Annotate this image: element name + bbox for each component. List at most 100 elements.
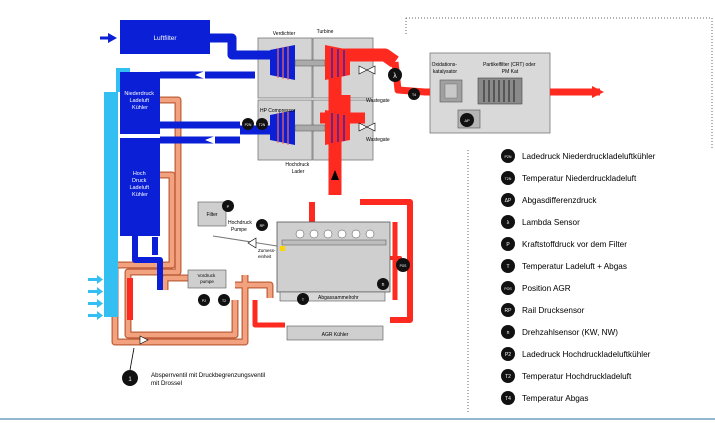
kraftstoffdruck-badge: P	[222, 200, 234, 212]
legend-label: Temperatur Ladeluft + Abgas	[522, 262, 627, 271]
vordruck-pumpe-box	[187, 269, 227, 289]
nd-turbine-wheel	[325, 45, 350, 80]
sensor-hd-p: P2	[202, 299, 206, 303]
cyan-cooler-bar	[104, 92, 118, 317]
nd-kuehler-line1: Niederdruck	[124, 91, 154, 97]
legend-badge: T	[506, 264, 509, 270]
temp-ladeluft-abgas-badge: T	[297, 293, 309, 305]
exhaust-flow-arrow	[592, 86, 604, 98]
legend-badge: ΔP	[505, 198, 512, 204]
sensor-nd-p: P2N	[245, 123, 252, 127]
legend-label: Drehzahlsensor (KW, NW)	[522, 328, 618, 337]
fuel-line	[212, 235, 278, 247]
legend-badge: λ	[507, 220, 510, 226]
position-agr-badge: POS	[396, 258, 410, 272]
wastegate-top-label: Wastegate	[366, 98, 390, 104]
cyan-cooler-connector	[116, 68, 130, 92]
wastegate-valve-bottom	[358, 122, 376, 132]
legend-badge-circle	[501, 237, 515, 251]
hd-verdichter-wheel	[270, 110, 295, 145]
legend-badge-circle	[501, 391, 515, 405]
legend-badge: POS	[504, 287, 512, 291]
legend-badge: RP	[505, 308, 513, 314]
temp-abgas-badge: T4	[408, 88, 420, 100]
svg-text:λ: λ	[393, 73, 397, 80]
zumess-einheit-label: Zumess- einheit	[258, 248, 277, 259]
svg-text:T4: T4	[412, 93, 416, 97]
filter-insert-red	[127, 278, 133, 320]
oxidations-katalysator-insert	[444, 83, 458, 99]
drehzahl-badge: n	[377, 278, 389, 290]
nd-kuehler-line3: Kühler	[132, 105, 148, 111]
nd-shaft	[294, 59, 326, 67]
absperrventil-symbol	[139, 335, 149, 345]
legend-badge: T4	[505, 396, 511, 402]
abgassammelrohr-label: Abgassammelrohr	[318, 295, 359, 301]
legend-item: ΔP Abgasdifferenzdruck	[501, 193, 597, 207]
legend-label: Abgasdifferenzdruck	[522, 196, 597, 205]
hp-compressor-label: HP Compressor	[260, 108, 296, 114]
legend-badge-circle	[501, 303, 515, 317]
filter-box	[197, 201, 227, 227]
svg-text:P: P	[227, 204, 230, 209]
sensor-pair-hd: P2 T2	[198, 294, 230, 306]
hochdruck-kuehler-box	[120, 138, 160, 236]
legend-badge: P2N	[505, 155, 512, 159]
wastegate-bottom-label: Wastegate	[366, 137, 390, 143]
hochdruck-pumpe-label: Hochdruck Pumpe	[228, 220, 253, 233]
legend-badge-circle	[501, 325, 515, 339]
agr-kuehler-box	[286, 325, 384, 341]
filter-label: Filter	[206, 212, 217, 218]
legend-label: Temperatur Abgas	[522, 394, 588, 403]
absperrventil-badge: 1	[122, 370, 138, 386]
luftfilter-box	[120, 20, 210, 54]
legend-label: Rail Drucksensor	[522, 306, 585, 315]
niederdruck-kuehler-label: Niederdruck Ladeluft Kühler	[124, 91, 155, 111]
svg-text:n: n	[382, 282, 385, 288]
intake-arrows	[195, 71, 215, 144]
svg-text:RP: RP	[260, 224, 266, 228]
legend-label: Ladedruck Hochdruckladeluftkühler	[522, 350, 651, 359]
partikelfilter-cells	[483, 80, 515, 102]
rail-drucksensor-badge: RP	[256, 219, 268, 231]
legend-badge-circle	[501, 347, 515, 361]
zumess-marker	[280, 246, 285, 251]
legend-badge-circle	[501, 369, 515, 383]
sensor-pair-nd: P2N T2N	[242, 118, 268, 130]
legend-badge-circle	[501, 215, 515, 229]
legend-label: Ladedruck Niederdruckladeluftkühler	[522, 152, 656, 161]
differenzdruck-badge: ΔP	[460, 113, 474, 127]
legend-item: P2N Ladedruck Niederdruckladeluftkühler	[501, 149, 656, 163]
legend-item: T4 Temperatur Abgas	[501, 391, 588, 405]
exhaust-up-arrow	[331, 170, 339, 180]
hochdruck-pumpe-symbol	[247, 237, 257, 249]
luftfilter-label: Luftfilter	[153, 35, 177, 42]
legend-label: Position AGR	[522, 284, 571, 293]
sensor-hd-t: T2	[222, 299, 226, 303]
legend-label: Temperatur Hochdruckladeluft	[522, 372, 632, 381]
lambda-sensor-badge: λ	[388, 68, 402, 82]
vordruck-pumpe-label: Vordruck pumpe	[197, 273, 216, 284]
legend-badge-circle	[501, 281, 515, 295]
legend-badge-circle	[501, 193, 515, 207]
legend-badge-circle	[501, 149, 515, 163]
sensor-nd-t: T2N	[259, 123, 266, 127]
partikelfilter-body	[477, 77, 523, 105]
svg-text:1: 1	[128, 377, 132, 383]
hochdruck-kuehler-label: Hoch Druck Ladeluft Kühler	[129, 171, 150, 198]
hd-shaft	[294, 124, 326, 132]
legend-item: POS Position AGR	[501, 281, 571, 295]
legend: P2N Ladedruck NiederdruckladeluftkühlerT2…	[501, 149, 656, 405]
verdichter-label: Verdichter	[273, 31, 296, 37]
oxidations-katalysator-label: Oxidations- katalysator	[432, 62, 459, 75]
legend-label: Lambda Sensor	[522, 218, 580, 227]
legend-badge: T2N	[505, 177, 512, 181]
partikelfilter-label: Partikelfilter (CRT) oder PM Kat	[483, 62, 537, 75]
svg-text:T: T	[302, 297, 305, 302]
